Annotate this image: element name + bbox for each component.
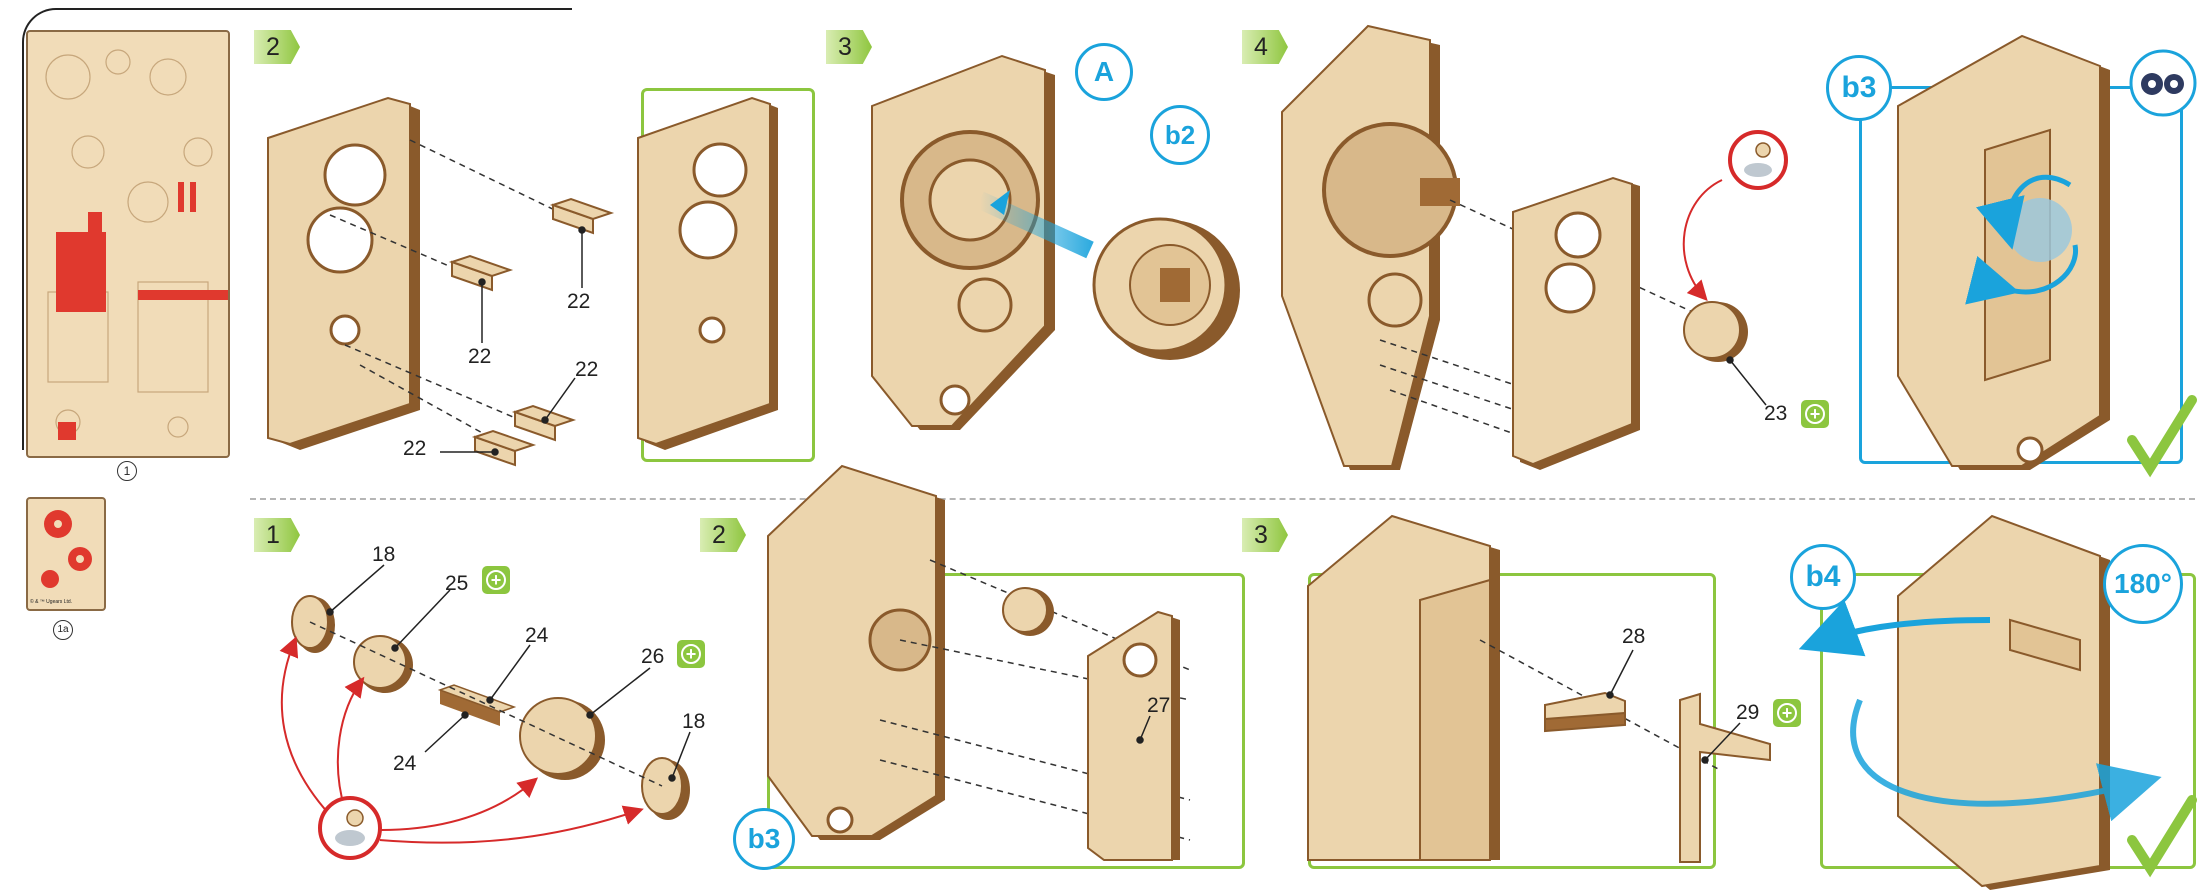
check-icon-bottom [2132, 800, 2192, 868]
callout-b3-top: b3 [1826, 55, 1892, 121]
callout-b2: b2 [1150, 105, 1210, 165]
part-28-lever [1545, 693, 1625, 731]
pegs-22 [452, 199, 611, 465]
callout-b3-bottom: b3 [733, 808, 795, 870]
body-bottom-2 [768, 466, 945, 840]
part-label-18-a: 18 [372, 543, 395, 567]
part-label-22-c: 22 [575, 358, 598, 382]
gears-icon [2131, 51, 2195, 115]
assembled-body-b4 [1898, 516, 2110, 890]
gear-23 [1684, 302, 1748, 362]
part-label-22-d: 22 [403, 437, 426, 461]
add-part-icon-26 [677, 640, 705, 668]
part-label-24-b: 24 [393, 752, 416, 776]
part-label-18-b: 18 [682, 710, 705, 734]
part-label-23: 23 [1764, 402, 1787, 426]
assembled-body-b3 [1898, 36, 2110, 470]
part-label-28: 28 [1622, 625, 1645, 649]
side-plate-assembled [638, 98, 778, 450]
part-label-29: 29 [1736, 701, 1759, 725]
part-label-26: 26 [641, 645, 664, 669]
callout-a: A [1075, 43, 1133, 101]
wax-icon-bottom [320, 798, 380, 858]
part-label-24-a: 24 [525, 624, 548, 648]
callout-b4: b4 [1790, 544, 1856, 610]
wax-arrow-top [1684, 180, 1722, 298]
part-label-22-b: 22 [468, 345, 491, 369]
callout-rotate-180: 180° [2103, 544, 2183, 624]
side-plate-step4 [1513, 178, 1640, 470]
body-with-gear [872, 56, 1055, 430]
check-icon-top [2132, 400, 2192, 468]
side-plate-exploded [268, 98, 420, 450]
wax-icon-top [1730, 132, 1786, 188]
part-label-27: 27 [1147, 694, 1170, 718]
gear-b2 [1094, 219, 1240, 360]
add-part-icon-25 [482, 566, 510, 594]
body-bottom-3 [1308, 516, 1500, 860]
add-part-icon-29 [1773, 699, 1801, 727]
part-27-plate [1088, 612, 1180, 860]
part-label-22-a: 22 [567, 290, 590, 314]
body-step4 [1282, 26, 1460, 470]
part-label-25: 25 [445, 572, 468, 596]
add-part-icon-23 [1801, 400, 1829, 428]
axle-parts [292, 596, 690, 820]
gear-small-bottom-2 [1003, 588, 1054, 636]
